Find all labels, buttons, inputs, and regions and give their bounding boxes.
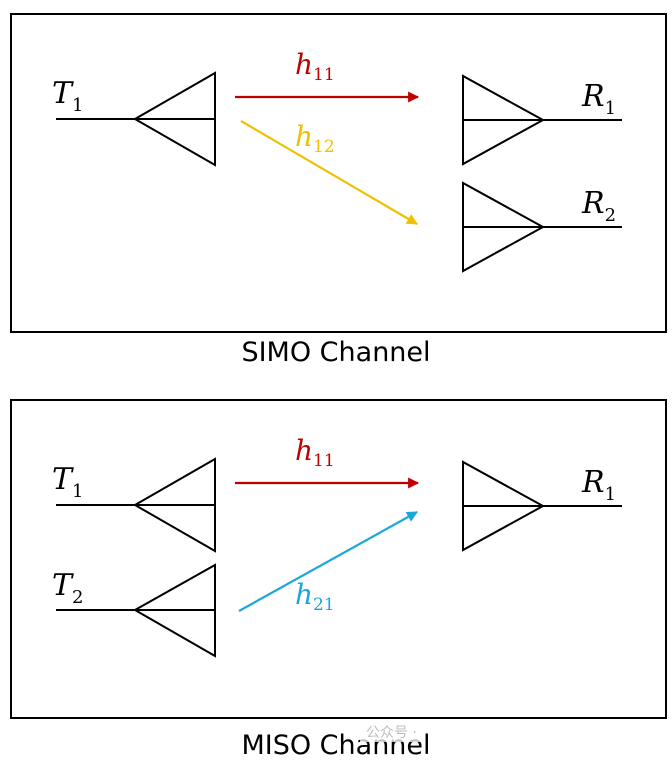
watermark: 公众号 · (360, 722, 423, 742)
simo-tx-1-antenna (56, 71, 216, 167)
simo-rx-2-label: R2 (581, 186, 616, 226)
miso-tx-2-antenna (56, 563, 216, 658)
miso-rx-1-antenna (462, 460, 622, 552)
miso-svg: T1 T2 R1 h11 h21 (10, 399, 667, 719)
simo-channel-h11-label: h11 (295, 48, 335, 85)
miso-rx-1-label: R1 (581, 465, 616, 505)
simo-channel-h12-label: h12 (295, 120, 335, 157)
simo-tx-1-label: T1 (52, 76, 83, 116)
miso-tx-1-label: T1 (52, 462, 83, 502)
simo-rx-2-antenna (462, 181, 622, 273)
simo-rx-1-antenna (462, 74, 622, 166)
miso-diagram: T1 T2 R1 h11 h21 (0, 386, 672, 762)
miso-channel-h21-label: h21 (295, 578, 335, 615)
miso-caption: MISO Channel (241, 730, 431, 761)
simo-caption: SIMO Channel (241, 337, 431, 368)
miso-tx-1-antenna (56, 457, 216, 553)
simo-channel-h12-arrow (240, 120, 418, 225)
simo-rx-1-label: R1 (581, 79, 616, 119)
miso-channel-h21-arrow (238, 511, 418, 612)
miso-channel-h11-label: h11 (295, 434, 335, 471)
simo-frame (10, 13, 667, 333)
miso-frame (10, 399, 667, 719)
simo-svg: T1 R1 R2 h11 h12 (10, 13, 667, 333)
miso-tx-2-label: T2 (52, 568, 83, 608)
simo-diagram: T1 R1 R2 h11 h12 (0, 0, 672, 380)
